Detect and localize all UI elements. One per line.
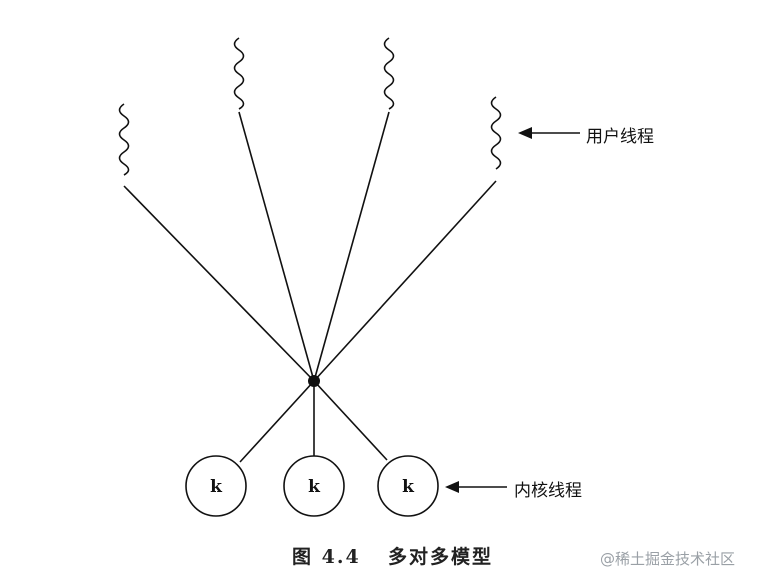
kernel-node-label-2: k <box>308 477 321 497</box>
connector-kernel-3 <box>313 380 388 461</box>
user-thread-arrow-head <box>518 127 532 139</box>
kernel-thread-circle-2 <box>283 455 345 517</box>
connector-user-3 <box>313 111 390 382</box>
connector-kernel-1 <box>239 380 315 463</box>
figure-number: 图 4.4 <box>292 546 361 568</box>
kernel-thread-arrow-head <box>445 481 459 493</box>
kernel-thread-circle-3 <box>377 455 439 517</box>
user-thread-4 <box>490 96 502 170</box>
user-thread-1 <box>118 103 130 176</box>
connector-user-2 <box>238 111 315 382</box>
kernel-threads-label: 内核线程 <box>514 481 582 501</box>
user-thread-2 <box>233 37 245 110</box>
multiplex-point <box>308 375 320 387</box>
kernel-node-label-3: k <box>402 477 415 497</box>
user-thread-3 <box>383 37 395 110</box>
user-threads-label: 用户线程 <box>586 127 654 147</box>
watermark: @稀土掘金技术社区 <box>600 550 736 568</box>
figure-title: 多对多模型 <box>388 546 494 568</box>
kernel-node-label-1: k <box>210 477 223 497</box>
connector-user-1 <box>123 185 315 382</box>
kernel-thread-circle-1 <box>185 455 247 517</box>
connector-user-4 <box>313 180 497 382</box>
